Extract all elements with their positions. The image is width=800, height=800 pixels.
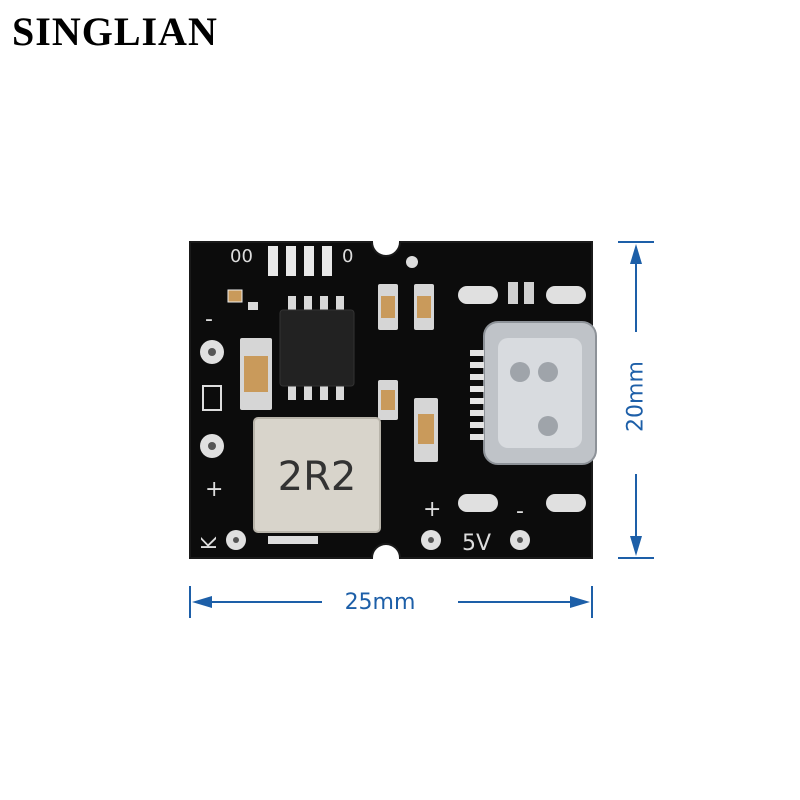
silk-5v: 5V — [462, 531, 491, 556]
width-dimension — [189, 586, 593, 618]
silk-minus: - — [205, 307, 213, 332]
silk-top-left: 00 — [230, 246, 253, 267]
width-label: 25mm — [344, 590, 416, 615]
slot-bottom-right — [546, 494, 586, 512]
battery-symbol — [202, 385, 222, 411]
ic-chip — [279, 296, 355, 400]
slot-top-left — [458, 286, 498, 304]
inductor: 2R2 — [253, 417, 381, 533]
top-pads — [268, 246, 332, 276]
silk-minus-out: - — [516, 499, 524, 524]
slot-top-right — [546, 286, 586, 304]
height-dimension — [618, 241, 654, 559]
height-label: 20mm — [623, 361, 649, 432]
brand-logo-text: SINGLIAN — [12, 9, 218, 54]
inductor-label: 2R2 — [278, 454, 357, 500]
silk-top-right: 0 — [342, 246, 353, 267]
usb-c-connector — [470, 321, 597, 465]
silk-plus-left: + — [205, 477, 223, 502]
silk-k: K — [197, 536, 221, 550]
led-component — [227, 289, 243, 303]
silk-plus-out: + — [423, 497, 441, 522]
slot-bottom-left — [458, 494, 498, 512]
